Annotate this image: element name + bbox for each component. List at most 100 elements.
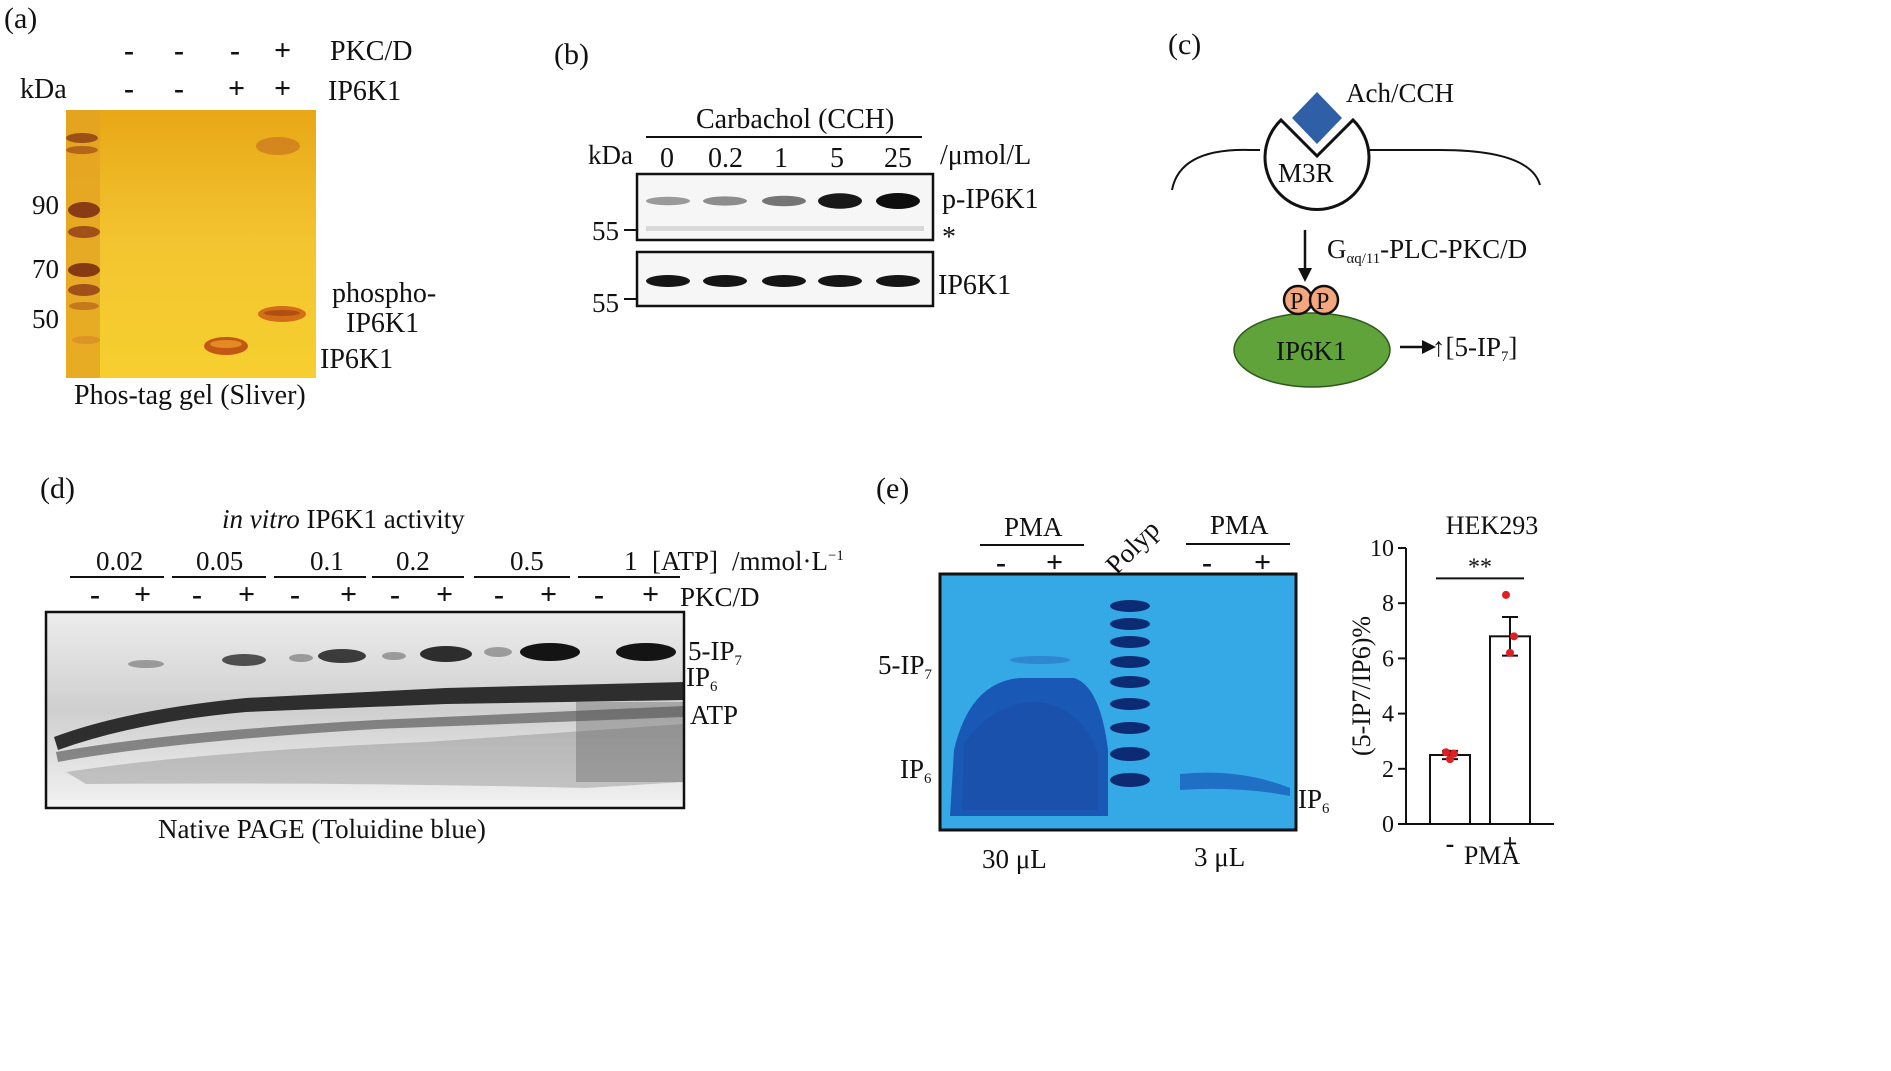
treatment-bracket	[646, 136, 922, 138]
enzyme-label: IP6K1	[1276, 336, 1347, 366]
data-point	[1446, 755, 1454, 764]
sign: +	[228, 72, 246, 105]
ligand-icon	[1292, 92, 1342, 144]
pathway-rest: -PLC-PKC/D	[1380, 234, 1528, 264]
atp-value: 0.02	[96, 546, 144, 576]
p-ip6k1-band	[876, 193, 920, 209]
sign: +	[274, 34, 292, 67]
atp-bracket	[70, 576, 164, 578]
sign: +	[340, 578, 358, 611]
panel-a-caption: Phos-tag gel (Sliver)	[74, 380, 306, 411]
sign: +	[1046, 546, 1064, 579]
phospho-label: P	[1290, 289, 1304, 315]
m3r-receptor-icon	[1263, 117, 1371, 212]
pkcd-label: PKC/D	[680, 582, 760, 612]
band-ip6-label: IP6	[686, 664, 717, 695]
y-axis-label: (5-IP7/IP6)%	[1347, 616, 1376, 756]
native-page-gel-image	[44, 610, 686, 810]
sign: -	[90, 578, 100, 611]
marker-90: 90	[32, 190, 59, 220]
sign: -	[594, 578, 604, 611]
product-sub: 7	[1501, 349, 1509, 366]
atp-value: 1	[624, 546, 638, 576]
ip6k1-band-label: IP6K1	[320, 344, 394, 375]
marker-tick	[624, 229, 636, 231]
band-atp-label: ATP	[690, 700, 739, 730]
data-point	[1442, 748, 1450, 757]
atp-bracket	[474, 576, 570, 578]
polyp-label: Polyp	[1099, 513, 1166, 580]
pma-left-label: PMA	[1004, 512, 1063, 542]
phospho-label: P	[1316, 289, 1330, 315]
membrane-right	[1358, 149, 1541, 186]
y-tick-label: 4	[1382, 702, 1394, 728]
atp-value: 0.05	[196, 546, 244, 576]
sign: +	[134, 578, 152, 611]
sign: +	[642, 578, 660, 611]
atp-bracket	[274, 576, 366, 578]
band-5ip7-main: 5-IP	[878, 650, 925, 680]
volume-left: 30 μL	[982, 844, 1047, 874]
atp-bracket	[172, 576, 266, 578]
sign: -	[390, 578, 400, 611]
product-post: ]	[1508, 332, 1518, 362]
phospho-label-2: IP6K1	[346, 308, 420, 339]
pkcd-label: PKC/D	[330, 36, 413, 67]
sign: -	[174, 34, 184, 67]
x-tick-label: -	[1446, 829, 1455, 858]
sign: -	[494, 578, 504, 611]
signaling-diagram	[1171, 92, 1541, 388]
band-ip6-right-main: IP	[1298, 784, 1323, 814]
dose: 5	[830, 143, 844, 174]
band-5ip7-sub: 7	[734, 653, 742, 670]
sign: -	[230, 34, 240, 67]
title-italic: in vitro	[222, 504, 300, 534]
band-5ip7-label: 5-IP7	[878, 652, 932, 683]
dose: 1	[774, 143, 788, 174]
marker-tick	[624, 298, 636, 300]
p-ip6k1-band	[762, 195, 806, 207]
data-point	[1450, 749, 1458, 758]
y-tick-label: 8	[1382, 591, 1394, 617]
pma-bracket	[980, 544, 1084, 546]
ligand-label: Ach/CCH	[1346, 78, 1454, 108]
product-label: ↑[5-IP7]	[1432, 334, 1517, 365]
panel-c-label: (c)	[1168, 28, 1202, 61]
band-5ip7-sub: 7	[924, 667, 932, 684]
pathway-g: G	[1327, 234, 1347, 264]
atp-bracket	[578, 576, 680, 578]
panel-e-label: (e)	[876, 472, 910, 505]
pma-bracket	[1186, 543, 1290, 545]
panel-d-caption: Native PAGE (Toluidine blue)	[158, 814, 486, 844]
band-5ip7-label: 5-IP7	[688, 638, 742, 669]
data-point	[1502, 590, 1510, 599]
data-point	[1506, 648, 1514, 657]
band-ip6-main: IP	[900, 754, 925, 784]
band-ip6-sub: 6	[710, 679, 718, 696]
p-ip6k1-band	[646, 196, 690, 206]
band-ip6-label: IP6	[900, 756, 931, 787]
membrane-left	[1171, 148, 1260, 191]
sign: -	[124, 72, 134, 105]
y-tick-label: 6	[1382, 646, 1394, 672]
marker-50: 50	[32, 304, 59, 334]
panel-d-label: (d)	[40, 472, 75, 505]
sign: +	[1254, 546, 1272, 579]
band-ip6-sub: 6	[924, 771, 932, 788]
y-tick-label: 2	[1382, 757, 1394, 783]
dose: 0	[660, 143, 674, 174]
p-ip6k1-band	[703, 196, 747, 206]
atp-bracket	[372, 576, 464, 578]
chart-title: HEK293	[1446, 511, 1538, 540]
kda-label: kDa	[588, 140, 633, 170]
phos-tag-gel-image	[66, 110, 316, 378]
dose: 25	[884, 143, 912, 174]
total-ip6k1-blot	[635, 250, 935, 308]
marker-70: 70	[32, 254, 59, 284]
atp-value: 0.2	[396, 546, 430, 576]
atp-value: 0.5	[510, 546, 544, 576]
y-tick-label: 0	[1382, 812, 1394, 838]
band-ip6-right-sub: 6	[1322, 801, 1330, 818]
dose-unit: /μmol/L	[940, 140, 1032, 171]
